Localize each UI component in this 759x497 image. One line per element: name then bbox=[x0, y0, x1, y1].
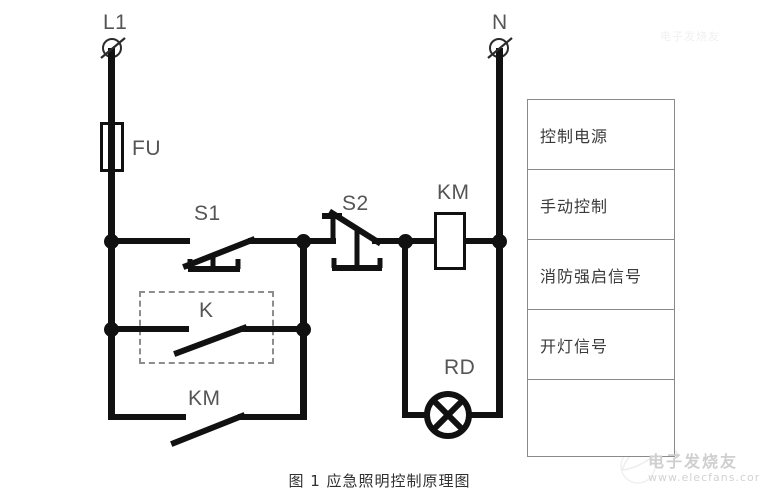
junction-n-coil bbox=[492, 234, 507, 249]
wire-k-left-lead bbox=[112, 326, 189, 332]
legend-label-control-power: 控制电源 bbox=[540, 126, 609, 146]
legend-label-fire-forced-start: 消防强启信号 bbox=[540, 266, 643, 286]
wire-coil-left-lead bbox=[404, 238, 436, 244]
km-coil-label: KM bbox=[437, 181, 470, 204]
fuse-label: FU bbox=[132, 137, 161, 160]
km-contact-label: KM bbox=[188, 387, 221, 410]
figure-caption: 图 1 应急照明控制原理图 bbox=[288, 472, 471, 490]
s1-label: S1 bbox=[194, 202, 221, 225]
legend-label-light-on-signal: 开灯信号 bbox=[540, 336, 609, 356]
wire-lamp-right-horizontal bbox=[468, 412, 502, 418]
s2-label: S2 bbox=[342, 192, 369, 215]
wire-coil-right-lead bbox=[464, 238, 502, 244]
rd-lamp-circle bbox=[424, 391, 472, 439]
legend-row-light-on-signal: 开灯信号 bbox=[528, 310, 674, 380]
rd-lamp-x-1 bbox=[431, 398, 465, 432]
legend-row-fire-forced-start: 消防强启信号 bbox=[528, 240, 674, 310]
wire-l1-to-fuse bbox=[108, 48, 115, 126]
junction-left-top bbox=[104, 234, 119, 249]
junction-left-middle bbox=[104, 322, 119, 337]
wire-s2-right-lead bbox=[372, 238, 406, 244]
wire-s1-left-lead bbox=[112, 238, 190, 244]
legend-row-empty bbox=[528, 380, 674, 456]
wire-k-right-lead bbox=[240, 326, 306, 332]
junction-ladder-top bbox=[296, 234, 311, 249]
rd-label: RD bbox=[444, 356, 476, 379]
wire-n-rail bbox=[496, 48, 503, 418]
function-legend-table: 控制电源 手动控制 消防强启信号 开灯信号 bbox=[527, 99, 675, 457]
wire-lamp-left-vertical bbox=[402, 241, 408, 416]
wire-lamp-left-horizontal bbox=[402, 412, 428, 418]
junction-ladder-middle bbox=[296, 322, 311, 337]
wire-fuse-to-node-a bbox=[108, 170, 115, 240]
legend-row-control-power: 控制电源 bbox=[528, 100, 674, 170]
rd-lamp-x-2 bbox=[431, 398, 465, 432]
km-contact-blade bbox=[170, 412, 246, 447]
wire-s1-right-lead bbox=[248, 238, 306, 244]
wire-through-fuse bbox=[108, 122, 115, 172]
km-coil-body bbox=[434, 212, 466, 270]
wire-km-contact-right-lead bbox=[238, 414, 306, 420]
legend-row-manual-control: 手动控制 bbox=[528, 170, 674, 240]
terminal-n-label: N bbox=[492, 11, 508, 34]
legend-label-manual-control: 手动控制 bbox=[540, 196, 609, 216]
terminal-l1-label: L1 bbox=[103, 11, 128, 34]
wire-s2-left-lead bbox=[306, 238, 336, 244]
s1-blade bbox=[182, 236, 256, 270]
k-label: K bbox=[199, 299, 214, 322]
watermark-top-right: 电子发烧友 bbox=[660, 30, 720, 43]
wire-km-contact-left-lead bbox=[112, 414, 186, 420]
